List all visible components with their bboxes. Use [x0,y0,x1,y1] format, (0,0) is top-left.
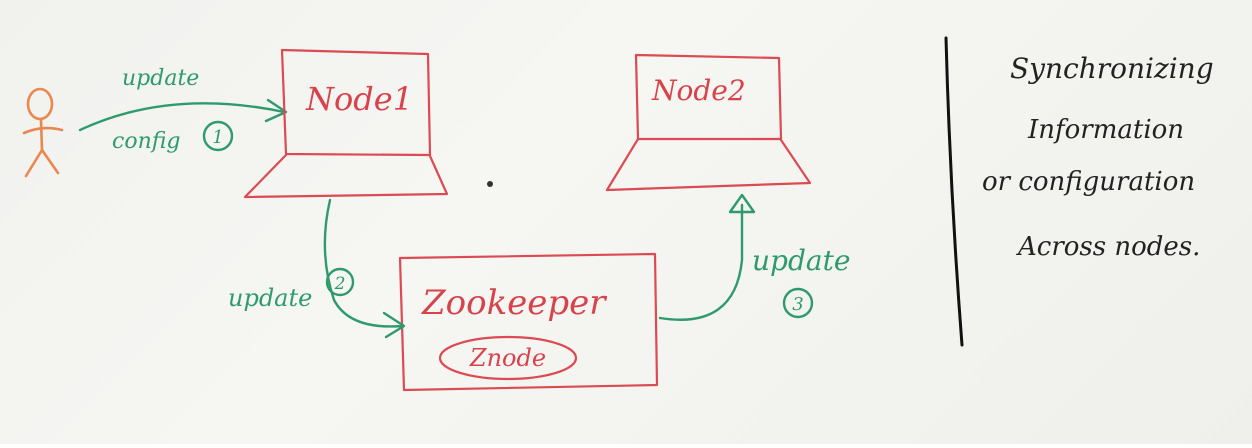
znode-ellipse [438,335,578,381]
node1-laptop: Node1 [243,48,449,199]
arrow-node1-zookeeper-head [382,311,406,339]
arrow-node1-to-zookeeper: update 2 [228,198,406,339]
user-body [39,118,44,152]
side-note-line-3: or configuration [982,167,1195,197]
arrow-zookeeper-to-node2: update 3 [658,193,850,321]
arrow-zookeeper-node2-head [728,193,756,214]
user-head [26,87,54,121]
step-2-number: 2 [334,274,346,294]
vertical-divider [944,36,964,347]
zookeeper-rectangle [398,252,659,392]
node2-laptop: Node2 [605,53,812,192]
side-note: Synchronizing Information or configurati… [982,52,1214,262]
node2-label: Node2 [651,74,746,107]
zookeeper-box: Zookeeper Znode [398,252,659,392]
arrow-zookeeper-node2-label: update [752,244,850,277]
side-note-line-1: Synchronizing [1010,52,1214,85]
side-note-line-2: Information [1027,115,1184,145]
step-2-circle [325,267,355,297]
marker-dot [487,181,493,187]
arrow-node1-zookeeper-label: update [228,284,312,312]
step-3-circle [782,287,814,319]
arrow-user-node1-label-top: update [122,66,199,91]
user-figure [22,87,64,178]
arrow-node1-zookeeper-line [323,198,404,328]
step-3-number: 3 [792,294,803,315]
arrow-user-to-node1: update config 1 [78,66,288,154]
step-1-circle [202,120,234,152]
arrow-user-node1-head [264,98,288,123]
user-legs [24,148,60,178]
node1-keyboard-base [243,153,449,199]
node1-label: Node1 [305,80,413,118]
arrow-user-node1-line [78,102,286,132]
arrow-zookeeper-node2-line [658,203,744,321]
znode-label: Znode [469,344,546,372]
node2-keyboard-base [605,137,812,192]
side-note-line-4: Across nodes. [1016,232,1200,262]
step-1-number: 1 [212,127,223,148]
arrow-user-node1-label-bottom: config [112,129,181,154]
zookeeper-label: Zookeeper [421,283,607,323]
user-arms [22,126,64,135]
